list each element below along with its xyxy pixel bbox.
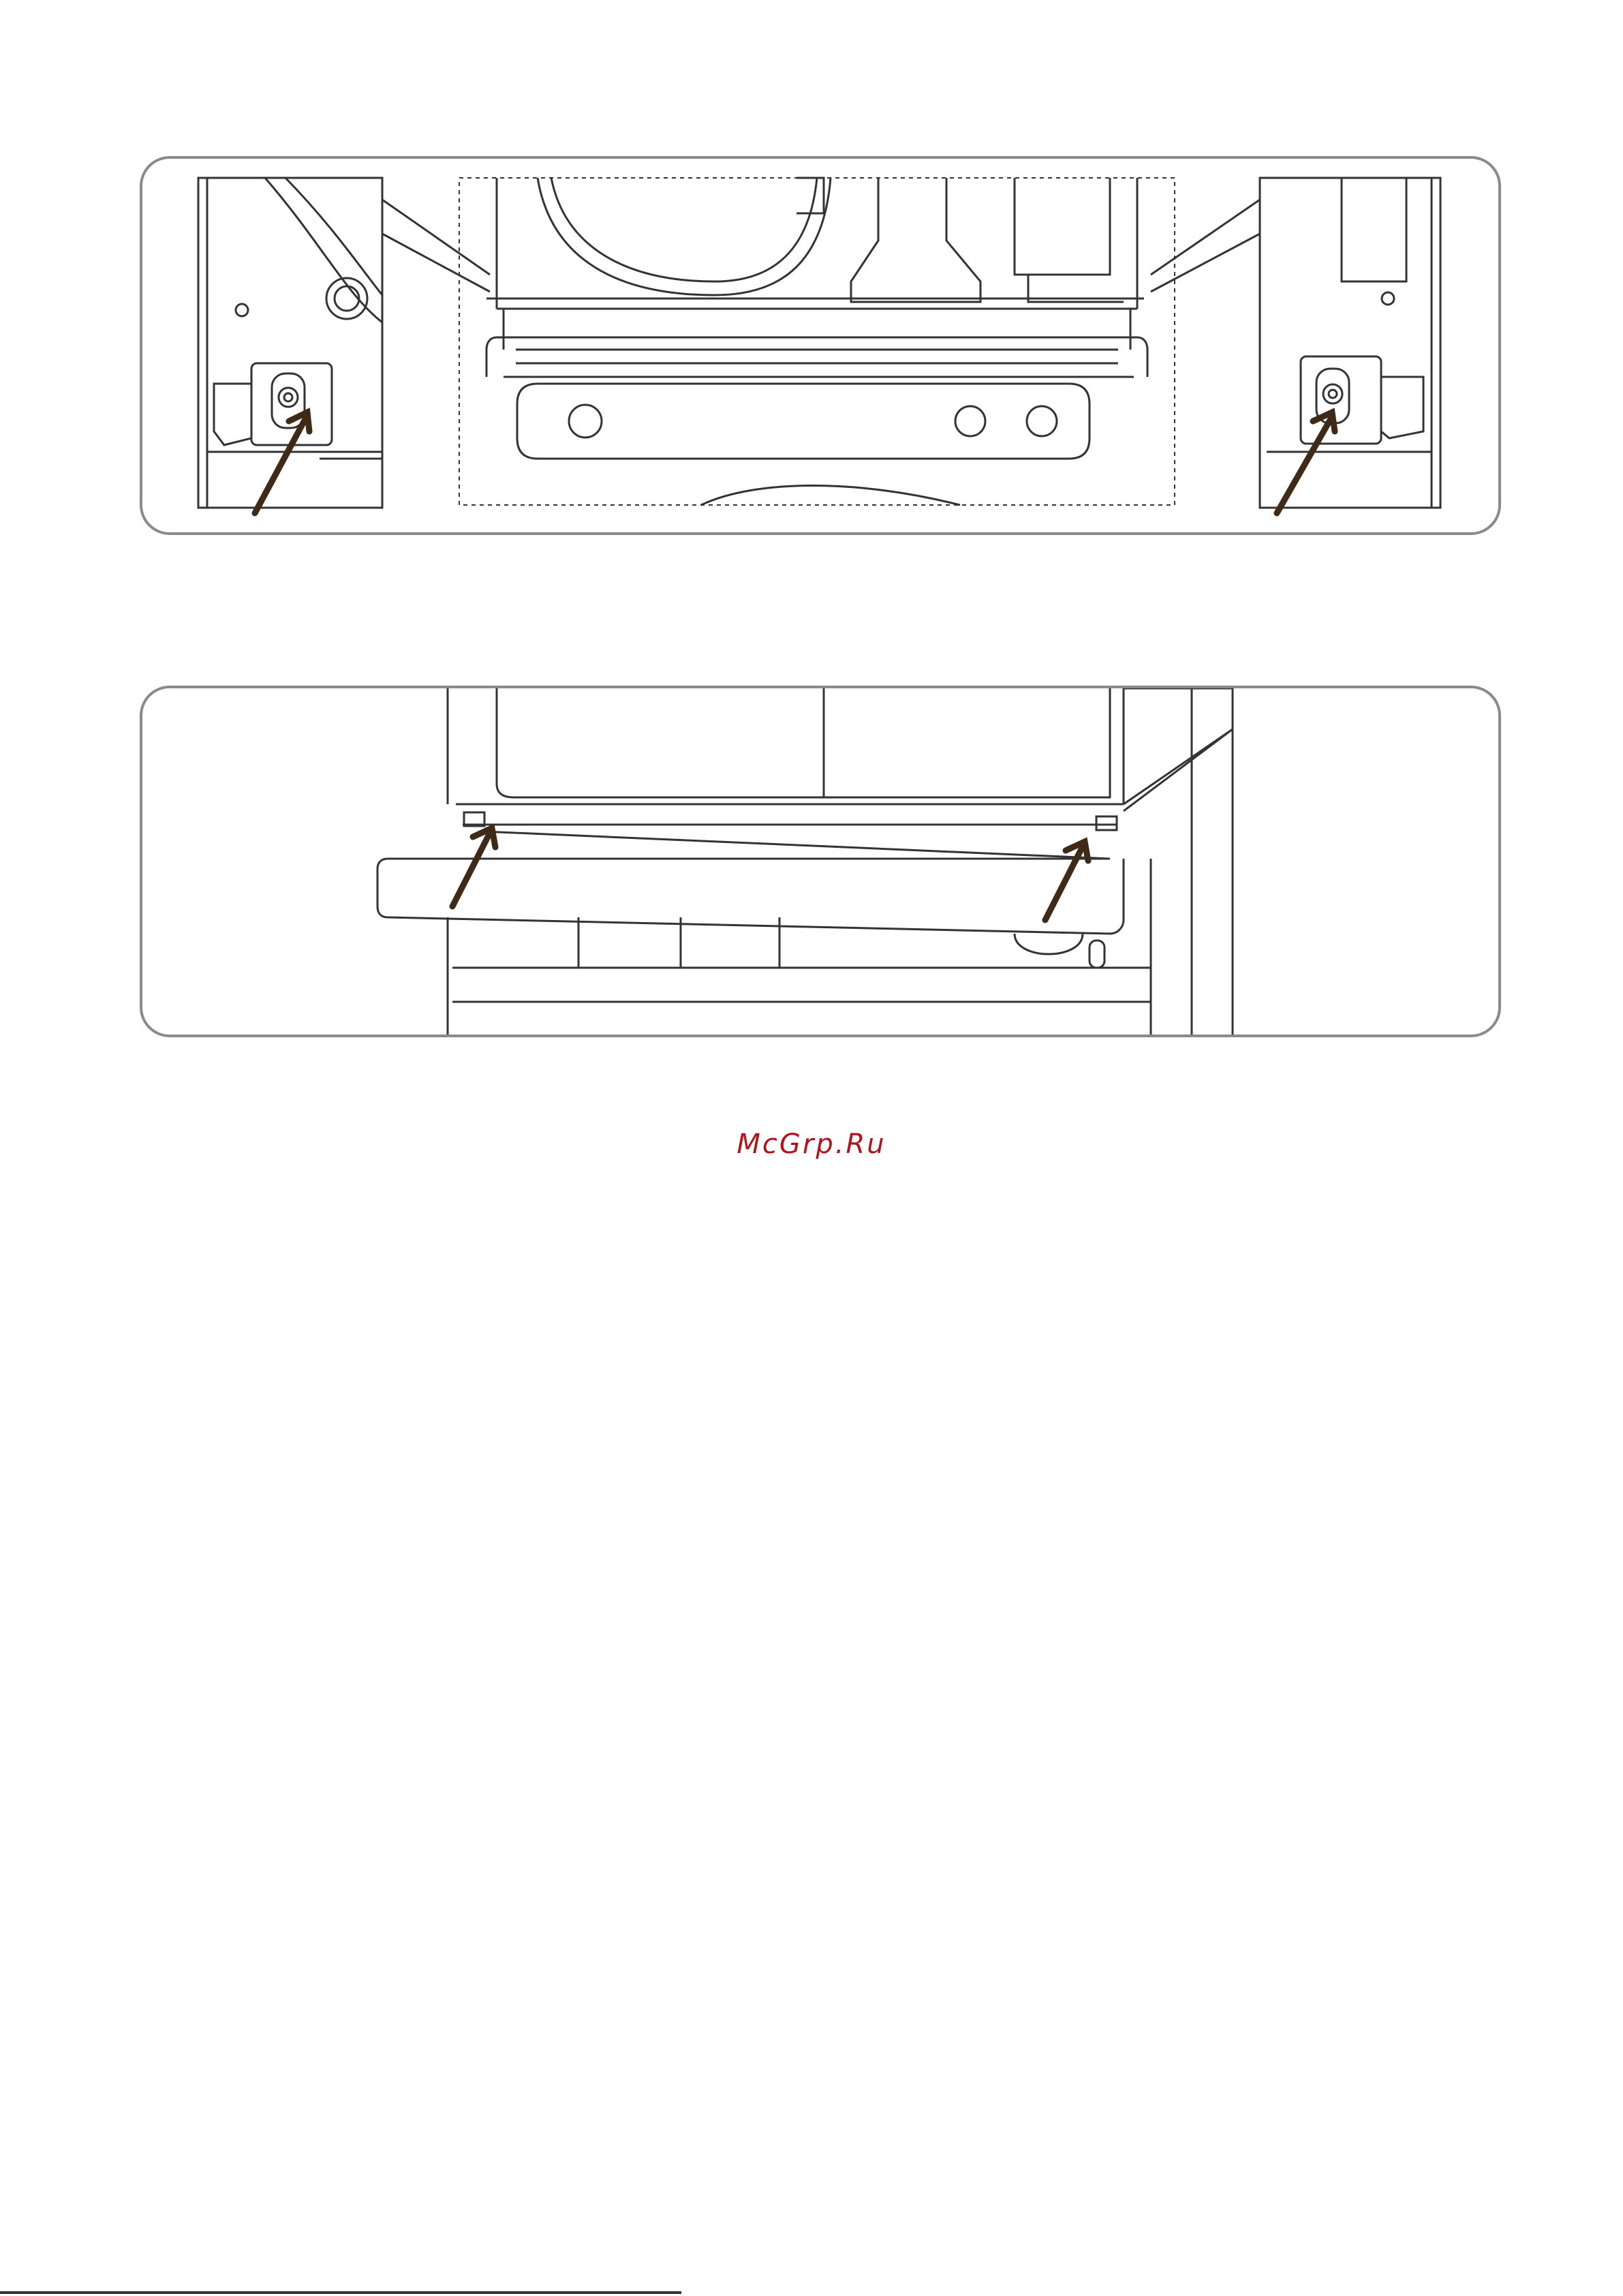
center-view — [459, 178, 1175, 505]
arrow-right — [1277, 418, 1331, 513]
arrow-left-bottom — [452, 830, 491, 906]
footer-divider — [0, 2291, 681, 2294]
dryer-base-illustration — [142, 159, 1501, 535]
right-zoom-view — [1260, 178, 1440, 508]
pedestal-drawer-illustration — [142, 688, 1501, 1037]
arrow-left — [255, 418, 306, 513]
left-zoom-view — [198, 178, 382, 508]
illustration-panel-bottom — [140, 686, 1501, 1037]
watermark-text: McGrp.Ru — [0, 1129, 1623, 1160]
illustration-panel-top — [140, 156, 1501, 535]
